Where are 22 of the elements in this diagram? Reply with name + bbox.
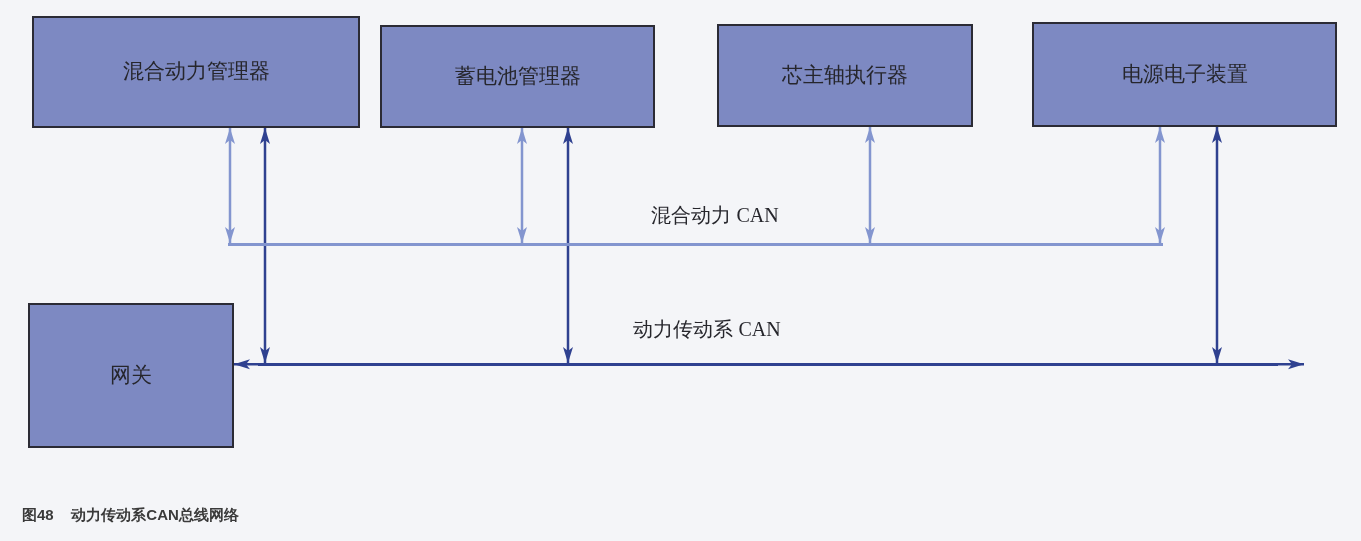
double-arrow — [260, 128, 270, 363]
figure-caption: 图48 动力传动系CAN总线网络 — [22, 506, 239, 525]
module-label: 芯主轴执行器 — [782, 62, 908, 89]
double-arrow — [225, 128, 235, 243]
module-box — [32, 16, 360, 128]
double-arrow — [563, 128, 573, 363]
arrow — [1278, 359, 1304, 370]
double-arrow — [865, 127, 875, 243]
module-box — [28, 303, 234, 448]
bus-label: 混合动力 CAN — [651, 204, 779, 227]
module-label: 蓄电池管理器 — [454, 63, 581, 90]
double-arrow — [1212, 127, 1222, 363]
module-box — [717, 24, 973, 127]
double-arrow — [1155, 127, 1165, 243]
module-label: 混合动力管理器 — [122, 59, 270, 85]
module-label: 电源电子装置 — [1121, 61, 1248, 88]
arrow — [234, 359, 258, 370]
module-box — [1032, 22, 1337, 127]
module-box — [380, 25, 655, 128]
double-arrow — [517, 128, 527, 243]
bus-label: 动力传动系 CAN — [633, 318, 781, 341]
module-label: 网关 — [110, 362, 152, 389]
